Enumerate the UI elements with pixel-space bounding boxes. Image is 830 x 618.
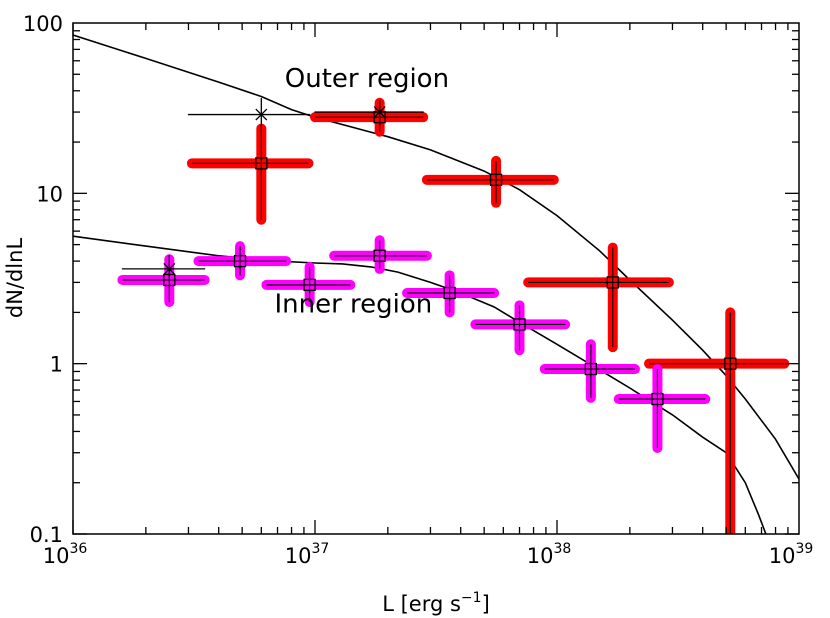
model-curve-1: [73, 34, 799, 480]
square-marker: [724, 357, 737, 370]
data-point-series2-4: [329, 235, 432, 274]
y-tick-label: 1: [50, 353, 63, 377]
y-tick-label: 0.1: [30, 523, 63, 547]
asterisk-marker-b: [163, 262, 176, 275]
data-point-series2-7: [539, 339, 640, 403]
data-point-series1-1: [186, 123, 314, 225]
asterisk-marker-b: [373, 106, 386, 119]
data-point-series1-5: [644, 307, 790, 534]
square-marker: [303, 278, 316, 292]
data-point-series1-2: [310, 97, 429, 137]
axis-ticks: 1036 1037 1038 1039 0.1 1 10 100: [23, 12, 813, 568]
square-marker: [651, 392, 664, 406]
x-tick-label: 1038: [527, 541, 572, 568]
square-marker: [584, 362, 598, 376]
data-point-series2-5: [402, 270, 500, 318]
square-marker: [255, 157, 268, 170]
region-label-1: Outer region: [285, 64, 449, 94]
x-tick-label: 1039: [769, 541, 814, 568]
y-tick-label: 100: [23, 12, 63, 36]
x-axis-label-end: ]: [482, 592, 490, 616]
data-point-series2-6: [470, 300, 571, 356]
square-marker: [443, 286, 456, 300]
data-points: [117, 97, 790, 534]
data-point-series1-4: [523, 242, 674, 353]
square-marker: [233, 254, 247, 268]
plot-frame: [72, 22, 800, 535]
data-point-series3-2: [314, 100, 424, 127]
x-tick-label: 1036: [43, 541, 88, 568]
data-point-series3-3: [121, 255, 206, 281]
square-marker: [489, 173, 503, 186]
data-point-series1-3: [421, 155, 559, 208]
x-axis-label: L [erg s−1]: [382, 590, 490, 616]
y-tick-label: 10: [36, 182, 63, 206]
data-point-series2-2: [193, 241, 292, 281]
x-axis-label-sup: −1: [461, 590, 482, 606]
data-point-series2-3: [261, 261, 356, 308]
data-point-series2-1: [117, 254, 210, 308]
y-axis-label: dN/dlnL: [3, 238, 27, 319]
square-marker: [513, 318, 526, 331]
square-marker: [373, 249, 386, 262]
region-label-2: Inner region: [274, 289, 432, 319]
x-axis-label-main: L [erg s: [382, 592, 461, 616]
data-point-series3-1: [187, 97, 311, 133]
square-marker: [606, 276, 619, 289]
asterisk-marker-b: [255, 108, 268, 121]
data-point-series2-8: [613, 364, 711, 453]
x-tick-label: 1037: [285, 541, 330, 568]
